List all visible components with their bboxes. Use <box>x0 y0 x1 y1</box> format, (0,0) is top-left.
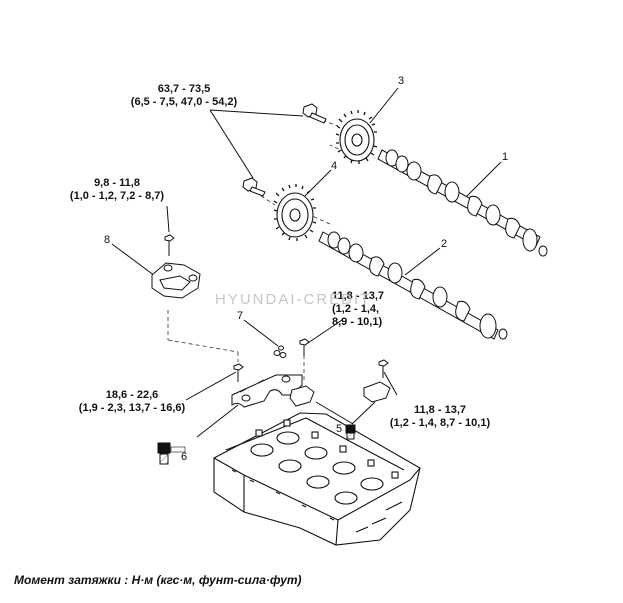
torque-label-cap-bolts-top-line1: 11,8 - 13,7 <box>332 290 384 302</box>
callout-4: 4 <box>331 160 338 172</box>
callout-7: 7 <box>237 310 244 322</box>
torque-label-front-cap-bolts-line2: (1,9 - 2,3, 13,7 - 16,6) <box>78 402 186 414</box>
torque-label-sprocket-bolts-line1: 63,7 - 73,5 <box>157 83 211 95</box>
cap-bolts <box>233 338 389 382</box>
torque-label-upper-bolt: 9,8 - 11,8 (1,0 - 1,2, 7,2 - 8,7) <box>60 177 174 203</box>
front-bearing-cap <box>231 374 303 408</box>
bracket-assembly <box>151 234 201 299</box>
bearing-caps <box>289 381 391 407</box>
sprocket-bolt-lower <box>242 177 266 197</box>
torque-label-cap-bolts-right-line2: (1,2 - 1,4, 8,7 - 10,1) <box>389 417 491 429</box>
cylinder-head <box>213 412 421 546</box>
torque-label-sprocket-bolts-line2: (6,5 - 7,5, 47,0 - 54,2) <box>130 96 238 108</box>
callout-6: 6 <box>181 451 188 463</box>
callout-2: 2 <box>441 238 448 250</box>
camshaft-sprocket-upper <box>335 110 378 164</box>
torque-label-cap-bolts-top: 11,8 - 13,7 (1,2 - 1,4, 8,9 - 10,1) <box>332 290 402 329</box>
torque-label-sprocket-bolts: 63,7 - 73,5 (6,5 - 7,5, 47,0 - 54,2) <box>120 83 248 109</box>
torque-label-front-cap-bolts-line1: 18,6 - 22,6 <box>105 389 159 401</box>
torque-wrench-icon-2 <box>345 424 356 440</box>
torque-units-note: Момент затяжки : Н·м (кгс·м, фунт-сила·ф… <box>14 573 302 587</box>
sprocket-bolt-upper <box>302 103 327 124</box>
watermark: HYUNDAI-CREDIT <box>215 291 372 308</box>
torque-label-upper-bolt-line2: (1,0 - 1,2, 7,2 - 8,7) <box>69 190 165 202</box>
callout-3: 3 <box>398 75 405 87</box>
torque-label-cap-bolts-right: 11,8 - 13,7 (1,2 - 1,4, 8,7 - 10,1) <box>384 404 496 430</box>
torque-label-upper-bolt-line1: 9,8 - 11,8 <box>94 177 140 189</box>
camshaft-sprocket-lower <box>273 184 317 241</box>
assembly-guide-lines <box>167 117 346 382</box>
callout-1: 1 <box>502 151 509 163</box>
callout-8: 8 <box>104 234 111 246</box>
leader-lines <box>111 87 502 438</box>
camshaft-exhaust <box>377 149 548 257</box>
torque-label-front-cap-bolts: 18,6 - 22,6 (1,9 - 2,3, 13,7 - 16,6) <box>68 389 196 415</box>
dowel-pins <box>273 345 287 358</box>
camshaft-intake <box>318 231 508 340</box>
torque-label-cap-bolts-top-line2: (1,2 - 1,4, <box>332 303 380 315</box>
torque-wrench-icon <box>157 442 186 465</box>
callout-5: 5 <box>336 423 343 435</box>
torque-label-cap-bolts-top-line3: 8,9 - 10,1) <box>332 316 383 328</box>
torque-label-cap-bolts-right-line1: 11,8 - 13,7 <box>414 404 466 416</box>
